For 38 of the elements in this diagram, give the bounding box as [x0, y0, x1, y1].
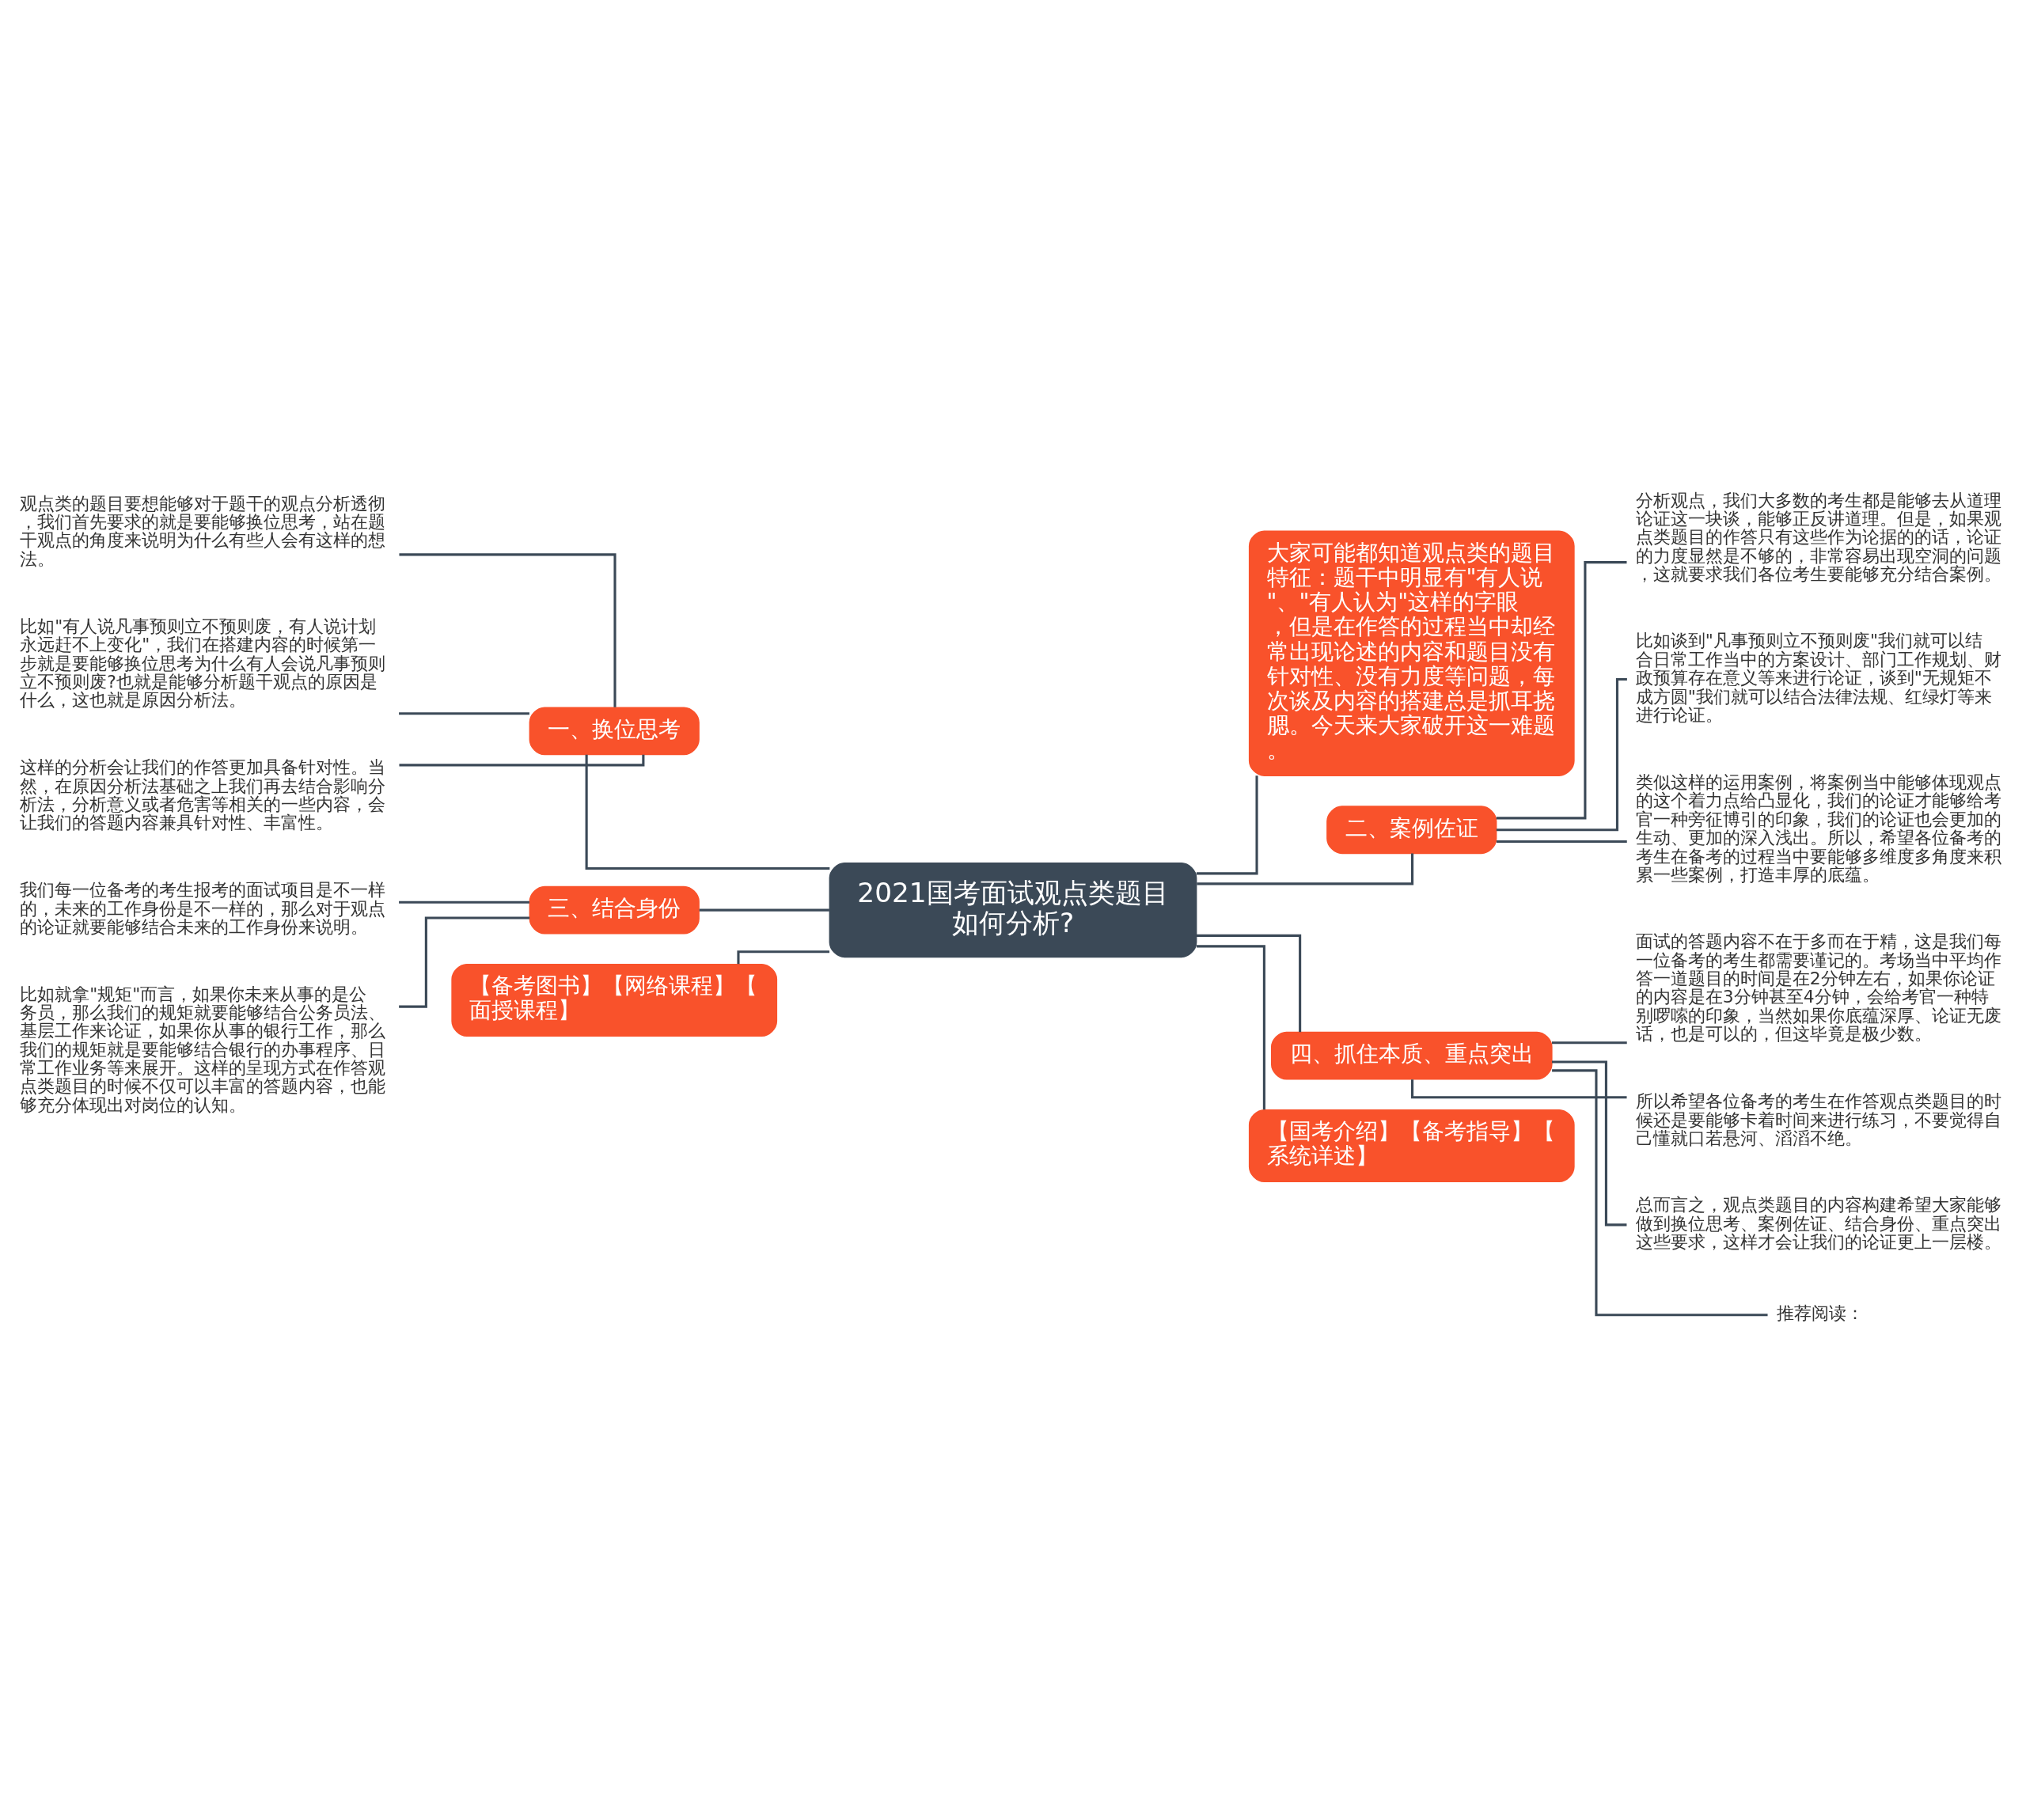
connector	[399, 552, 617, 707]
connector	[699, 908, 829, 912]
node-text: 所以希望各位备考的考生在作答观点类题目的时候还是要能够卡着时间来进行练习，不要觉得自己懂就口若悬河、滔滔不绝。	[1635, 1090, 2001, 1148]
connector	[1496, 560, 1627, 819]
connector	[399, 754, 645, 766]
node-box: 一、换位思考	[529, 707, 700, 755]
node-text: 这样的分析会让我们的作答更加具备针对性。当然，在原因分析法基础之上我们再去结合影响分析法，分析意义或者危害等相关的一些内容，会让我们的答题内容兼具针对性、丰富性。	[20, 756, 386, 832]
connector	[1196, 934, 1302, 1032]
node-text: 比如谈到"凡事预则立不预则废"我们就可以结合日常工作当中的方案设计、部门工作规划、财政预算存在意义等来进行论证，谈到"无规矩不成方圆"我们就可以结合法律法规、红绿灯等来进行论证。	[1635, 630, 2001, 725]
connector	[1196, 944, 1265, 1109]
node-box: 2021国考面试观点类题目如何分析?	[829, 862, 1197, 957]
connector	[1496, 677, 1627, 831]
node-box: 大家可能都知道观点类的题目特征：题干中明显有"有人说"、"有人认为"这样的字眼，但是在作答的过程当中却经常出现论述的内容和题目没有针对性、没有力度等问题，每次谈及内容的搭建总是抓耳挠腮。今天来大家破开这一难题。	[1248, 530, 1575, 776]
connector	[399, 901, 529, 904]
node-box: 二、案例佐证	[1326, 805, 1497, 854]
node-box: 【备考图书】【网络课程】【面授课程】	[451, 963, 778, 1037]
node-text: 观点类的题目要想能够对于题干的观点分析透彻，我们首先要求的就是要能够换位思考，站在题干观点的角度来说明为什么有些人会有这样的想法。	[20, 493, 386, 569]
node-text: 面试的答题内容不在于多而在于精，这是我们每一位备考的考生都需要谨记的。考场当中平均作答一道题目的时间是在2分钟左右，如果你论证的内容是在3分钟甚至4分钟，会给考官一种特别啰嗦的印象，当然如果你底蕴深厚、论证无废话，也是可以的，但这毕竟是极少数。	[1635, 931, 2001, 1044]
node-text: 分析观点，我们大多数的考生都是能够去从道理论证这一块谈，能够正反讲道理。但是，如果观点类题目的作答只有这些作为论据的的话，论证的力度显然是不够的，非常容易出现空洞的问题，这就要求我们各位考生要能够充分结合案例。	[1635, 490, 2001, 584]
node-box: 三、结合身份	[529, 885, 700, 934]
connector	[1552, 1068, 1768, 1316]
node-text: 比如就拿"规矩"而言，如果你未来从事的是公务员，那么我们的规矩就要能够结合公务员法、基层工作来论证，如果你从事的银行工作，那么我们的规矩就是要能够结合银行的办事程序、日常工作业务等来展开。这样的呈现方式在作答观点类题目的时候不仅可以丰富的答题内容，也能够充分体现出对岗位的认知。	[20, 984, 386, 1115]
node-box: 【国考介绍】【备考指导】【系统详述】	[1248, 1109, 1575, 1182]
connector	[1411, 1079, 1627, 1098]
node-text: 比如"有人说凡事预则立不预则废，有人说计划永远赶不上变化"，我们在搭建内容的时候第一步就是要能够换位思考为什么有人会说凡事预则立不预则废?也就是能够分析题干观点的原因是什么，这也就是原因分析法。	[20, 616, 386, 710]
connector	[737, 950, 830, 964]
connector	[1552, 1041, 1627, 1044]
connector	[1197, 852, 1414, 885]
connector	[1196, 775, 1258, 874]
node-box: 四、抓住本质、重点突出	[1270, 1031, 1553, 1080]
connector	[585, 754, 830, 870]
connector	[1552, 1060, 1627, 1226]
node-text: 类似这样的运用案例，将案例当中能够体现观点的这个着力点给凸显化，我们的论证才能够给考官一种旁征博引的印象，我们的论证也会更加的生动、更加的深入浅出。所以，希望各位备考的考生在备考的过程当中要能够多维度多角度来积累一些案例，打造丰厚的底蕴。	[1635, 772, 2001, 885]
connector	[399, 711, 529, 715]
node-text: 我们每一位备考的考生报考的面试项目是不一样的，未来的工作身份是不一样的，那么对于观点的论证就要能够结合未来的工作身份来说明。	[20, 879, 386, 937]
connector	[1496, 840, 1627, 843]
node-text: 推荐阅读：	[1776, 1302, 1864, 1323]
node-text: 总而言之，观点类题目的内容构建希望大家能够做到换位思考、案例佐证、结合身份、重点突出这些要求，这样才会让我们的论证更上一层楼。	[1635, 1194, 2001, 1252]
